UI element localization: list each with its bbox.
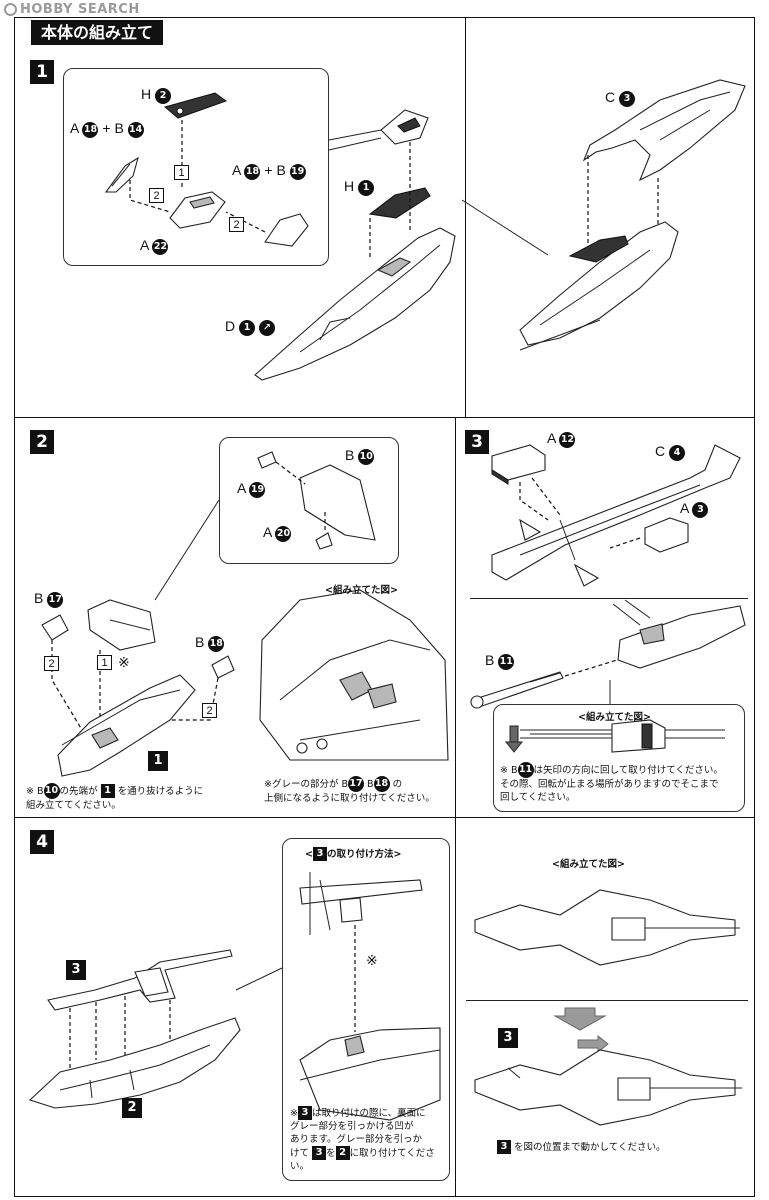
step-1-number: 1: [30, 60, 54, 84]
step-4-divider: [466, 1000, 748, 1001]
label-a12: A 12: [547, 430, 576, 448]
step-2-illustration: [41, 451, 449, 777]
step-3-illustration: [470, 444, 746, 753]
order-mark-2b: 2: [229, 217, 244, 232]
step-2-note-right: ※グレーの部分が B17 B18 の 上側になるように取り付けてください。: [264, 776, 435, 804]
col-divider-3: [455, 817, 456, 1197]
move-note: 3 を図の位置まで動かしてください。: [497, 1140, 747, 1154]
part-3-label: 3: [66, 960, 86, 980]
label-d1: D 1 ↗: [225, 318, 275, 336]
watermark: HOBBY SEARCH: [4, 2, 140, 17]
label-a22: A 22: [140, 237, 169, 255]
label-b17: B 17: [34, 590, 64, 608]
label-a3: A 3: [680, 500, 709, 518]
col-divider-2: [455, 417, 456, 817]
step-3-note: ※ B11は矢印の方向に回して取り付けてください。 その際、回転が止まる場所があ…: [500, 762, 723, 803]
order-mark-2d: 2: [202, 703, 217, 718]
step-3-number: 3: [465, 430, 489, 454]
label-c4: C 4: [655, 443, 686, 461]
step-2-note-left: ※ B10の先端が 1 を通り抜けるように 組み立ててください。: [26, 783, 204, 811]
label-a18-b19: A 18 + B 19: [232, 162, 306, 180]
label-b11: B 11: [485, 652, 515, 670]
ref-part-1: 1: [148, 751, 168, 771]
label-a19: A 19: [237, 480, 266, 498]
order-mark-2a: 2: [149, 188, 164, 203]
step-3-assembled-title: <組み立てた図>: [578, 712, 651, 723]
label-a20: A 20: [263, 524, 292, 542]
plated-part-icon: ↗: [258, 320, 275, 336]
order-mark-1b: 1: [97, 655, 112, 670]
manual-frame: [14, 17, 755, 1197]
row-divider-2: [14, 817, 755, 818]
move-part-3-label: 3: [498, 1028, 518, 1048]
hobbysearch-logo-icon: [4, 3, 17, 16]
step-4-number: 4: [30, 830, 54, 854]
label-b18: B 18: [195, 634, 225, 652]
order-mark-2c: 2: [44, 656, 59, 671]
label-h1: H 1: [344, 178, 375, 196]
method-asterisk: ※: [366, 952, 378, 968]
step-3-divider: [470, 598, 748, 599]
part-2-label: 2: [122, 1098, 142, 1118]
step-3-assembled-inset: [493, 704, 745, 812]
step-4-assembled-title: <組み立てた図>: [552, 859, 625, 870]
col-divider-1: [465, 17, 466, 417]
step-2-number: 2: [30, 430, 54, 454]
label-h2: H 2: [141, 86, 172, 104]
label-a18-b14: A 18 + B 14: [70, 120, 144, 138]
label-c3: C 3: [605, 89, 636, 107]
order-mark-1: 1: [174, 165, 189, 180]
asterisk-mark: ※: [118, 654, 130, 670]
row-divider-1: [14, 417, 755, 418]
step-2-assembled-title: <組み立てた図>: [325, 585, 398, 596]
label-b10: B 10: [345, 447, 375, 465]
watermark-text: HOBBY SEARCH: [20, 2, 140, 17]
section-title: 本体の組み立て: [31, 20, 164, 45]
step-1-illustration: [104, 79, 746, 381]
